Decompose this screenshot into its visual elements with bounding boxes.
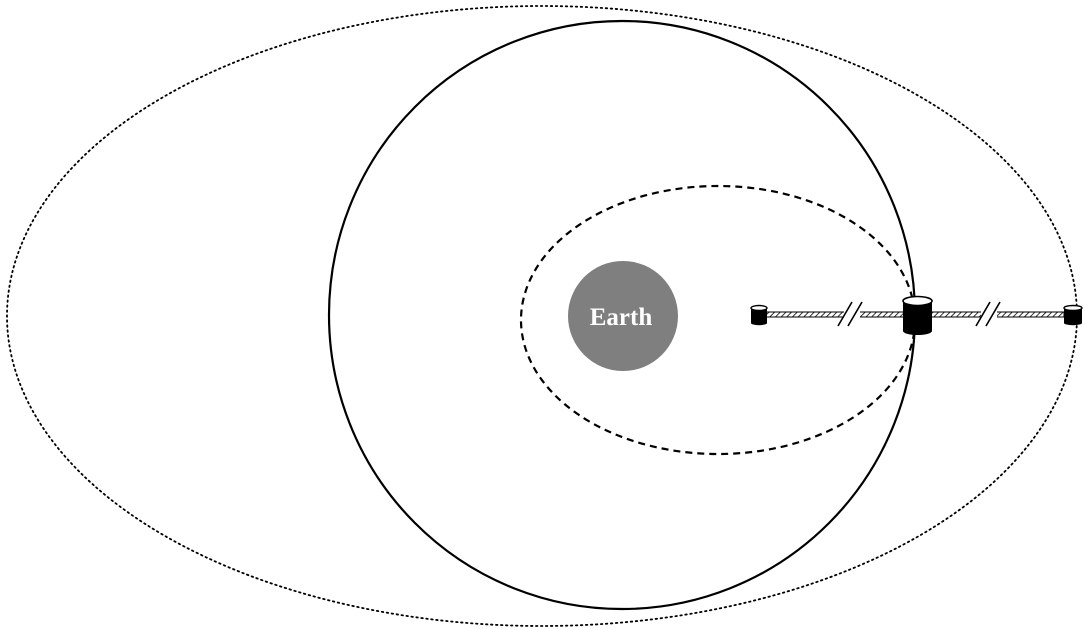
earth: Earth bbox=[568, 261, 678, 371]
upper-tether-break-mark bbox=[975, 301, 1001, 327]
lower-tether-break-mark bbox=[837, 301, 863, 327]
upper-end-mass bbox=[1063, 304, 1083, 326]
earth-label: Earth bbox=[590, 304, 653, 331]
central-station bbox=[902, 295, 933, 335]
lower-end-mass bbox=[750, 304, 768, 326]
lower-tether-segment bbox=[763, 311, 905, 318]
earth-disk bbox=[568, 261, 678, 371]
tether-system bbox=[750, 295, 1083, 335]
